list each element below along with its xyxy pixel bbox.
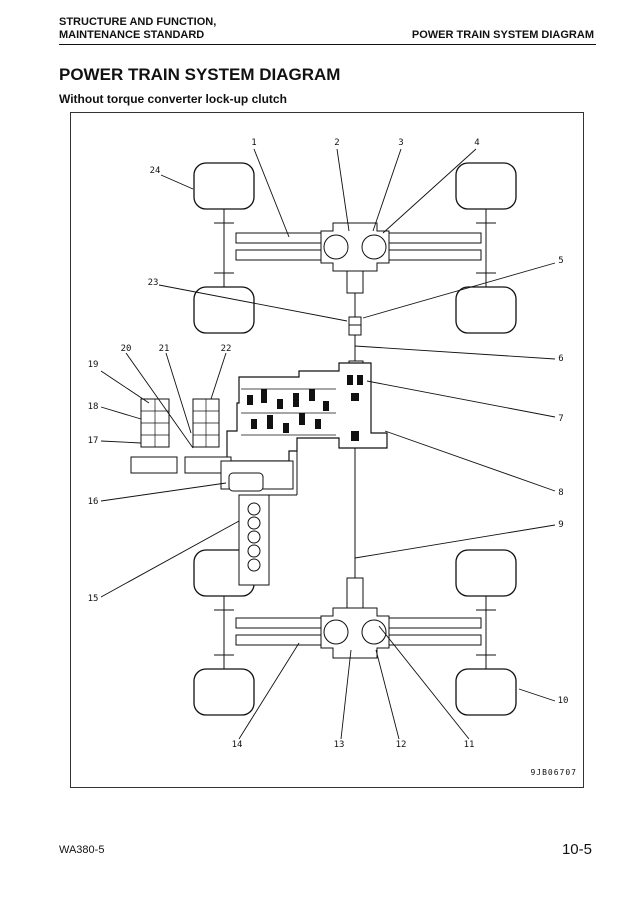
callout-18: 18 — [87, 402, 99, 412]
callout-11: 11 — [463, 740, 475, 750]
header-section-line2: MAINTENANCE STANDARD — [59, 29, 205, 41]
page-subtitle: Without torque converter lock-up clutch — [59, 92, 287, 106]
callout-14: 14 — [231, 740, 243, 750]
callout-21: 21 — [158, 344, 170, 354]
transmission-housing — [226, 362, 388, 462]
power-train-diagram: 1 2 3 4 5 6 7 8 9 10 11 12 13 14 15 16 1… — [70, 112, 584, 788]
footer-model: WA380-5 — [59, 844, 105, 856]
callout-10: 10 — [557, 696, 569, 706]
tire-rear-left-lower — [193, 668, 255, 716]
callout-22: 22 — [220, 344, 232, 354]
callout-13: 13 — [333, 740, 345, 750]
tire-rear-right-lower — [455, 668, 517, 716]
callout-8: 8 — [558, 488, 564, 498]
callout-15: 15 — [87, 594, 99, 604]
callout-12: 12 — [395, 740, 407, 750]
callout-17: 17 — [87, 436, 99, 446]
callout-9: 9 — [558, 520, 564, 530]
callout-20: 20 — [120, 344, 132, 354]
header-chapter: POWER TRAIN SYSTEM DIAGRAM — [411, 29, 594, 41]
callout-1: 1 — [251, 138, 257, 148]
callout-19: 19 — [87, 360, 99, 370]
callout-2: 2 — [334, 138, 340, 148]
header-divider — [59, 44, 596, 45]
figure-code: 9JB06707 — [530, 768, 577, 777]
callout-4: 4 — [474, 138, 480, 148]
callout-5: 5 — [558, 256, 564, 266]
callout-7: 7 — [558, 414, 564, 424]
callout-24: 24 — [149, 166, 161, 176]
callout-6: 6 — [558, 354, 564, 364]
diagram-drawing — [100, 148, 556, 740]
callout-23: 23 — [147, 278, 159, 288]
footer-page-number: 10-5 — [561, 841, 592, 858]
header-section: STRUCTURE AND FUNCTION, MAINTENANCE STAN… — [59, 16, 216, 42]
tire-front-left-upper — [193, 162, 255, 210]
tire-front-right-lower — [455, 286, 517, 334]
tire-rear-right-upper — [455, 549, 517, 597]
page-title: POWER TRAIN SYSTEM DIAGRAM — [59, 65, 341, 84]
tire-front-right-upper — [455, 162, 517, 210]
header-section-line1: STRUCTURE AND FUNCTION, — [59, 16, 217, 28]
callout-16: 16 — [87, 497, 99, 507]
callout-3: 3 — [398, 138, 404, 148]
tire-front-left-lower — [193, 286, 255, 334]
